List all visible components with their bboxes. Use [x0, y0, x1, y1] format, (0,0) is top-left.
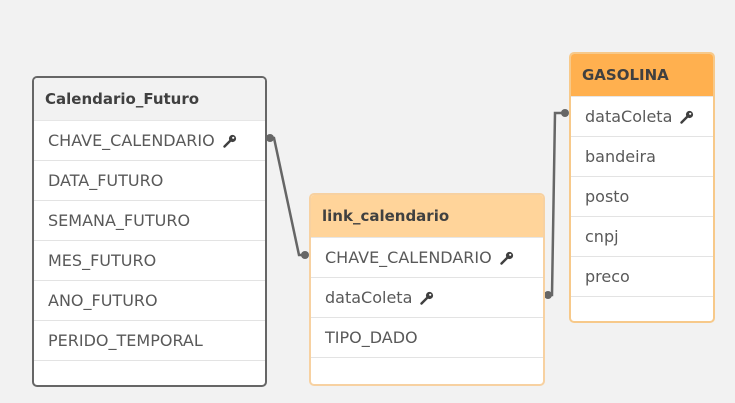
key-icon [420, 291, 434, 305]
table-title[interactable]: Calendario_Futuro [34, 78, 265, 121]
empty-row [34, 361, 265, 385]
field-name: CHAVE_CALENDARIO [325, 248, 492, 267]
field-name: DATA_FUTURO [48, 171, 164, 190]
empty-row [311, 358, 543, 384]
field-row[interactable]: dataColeta [311, 278, 543, 318]
connector-dot [544, 291, 552, 299]
field-row[interactable]: posto [571, 177, 713, 217]
table-title[interactable]: link_calendario [311, 195, 543, 238]
field-row[interactable]: MES_FUTURO [34, 241, 265, 281]
field-row[interactable]: cnpj [571, 217, 713, 257]
empty-row [571, 297, 713, 321]
table-link-calendario[interactable]: link_calendario CHAVE_CALENDARIO dataCol… [309, 193, 545, 386]
field-name: bandeira [585, 147, 656, 166]
link-connector-gasolina [546, 111, 566, 297]
field-name: posto [585, 187, 630, 206]
field-name: cnpj [585, 227, 619, 246]
link-connector-calendario [268, 136, 305, 257]
field-row[interactable]: preco [571, 257, 713, 297]
field-row[interactable]: SEMANA_FUTURO [34, 201, 265, 241]
field-name: ANO_FUTURO [48, 291, 158, 310]
table-title[interactable]: GASOLINA [571, 54, 713, 97]
key-icon [680, 110, 694, 124]
field-row[interactable]: CHAVE_CALENDARIO [311, 238, 543, 278]
field-name: MES_FUTURO [48, 251, 157, 270]
key-icon [223, 134, 236, 148]
connector-dot [301, 251, 309, 259]
field-name: preco [585, 267, 630, 286]
field-name: SEMANA_FUTURO [48, 211, 191, 230]
field-row[interactable]: DATA_FUTURO [34, 161, 265, 201]
connector-dot [561, 109, 569, 117]
field-row[interactable]: TIPO_DADO [311, 318, 543, 358]
field-name: CHAVE_CALENDARIO [48, 131, 215, 150]
field-name: PERIDO_TEMPORAL [48, 331, 203, 350]
field-name: dataColeta [325, 288, 413, 307]
connector-dot [266, 134, 274, 142]
table-gasolina[interactable]: GASOLINA dataColeta bandeira posto cnpj … [569, 52, 715, 323]
field-row[interactable]: PERIDO_TEMPORAL [34, 321, 265, 361]
field-name: TIPO_DADO [325, 328, 418, 347]
field-row[interactable]: ANO_FUTURO [34, 281, 265, 321]
field-row[interactable]: dataColeta [571, 97, 713, 137]
field-row[interactable]: CHAVE_CALENDARIO [34, 121, 265, 161]
key-icon [500, 251, 513, 265]
field-name: dataColeta [585, 107, 673, 126]
field-row[interactable]: bandeira [571, 137, 713, 177]
table-calendario-futuro[interactable]: Calendario_Futuro CHAVE_CALENDARIO DATA_… [32, 76, 267, 387]
